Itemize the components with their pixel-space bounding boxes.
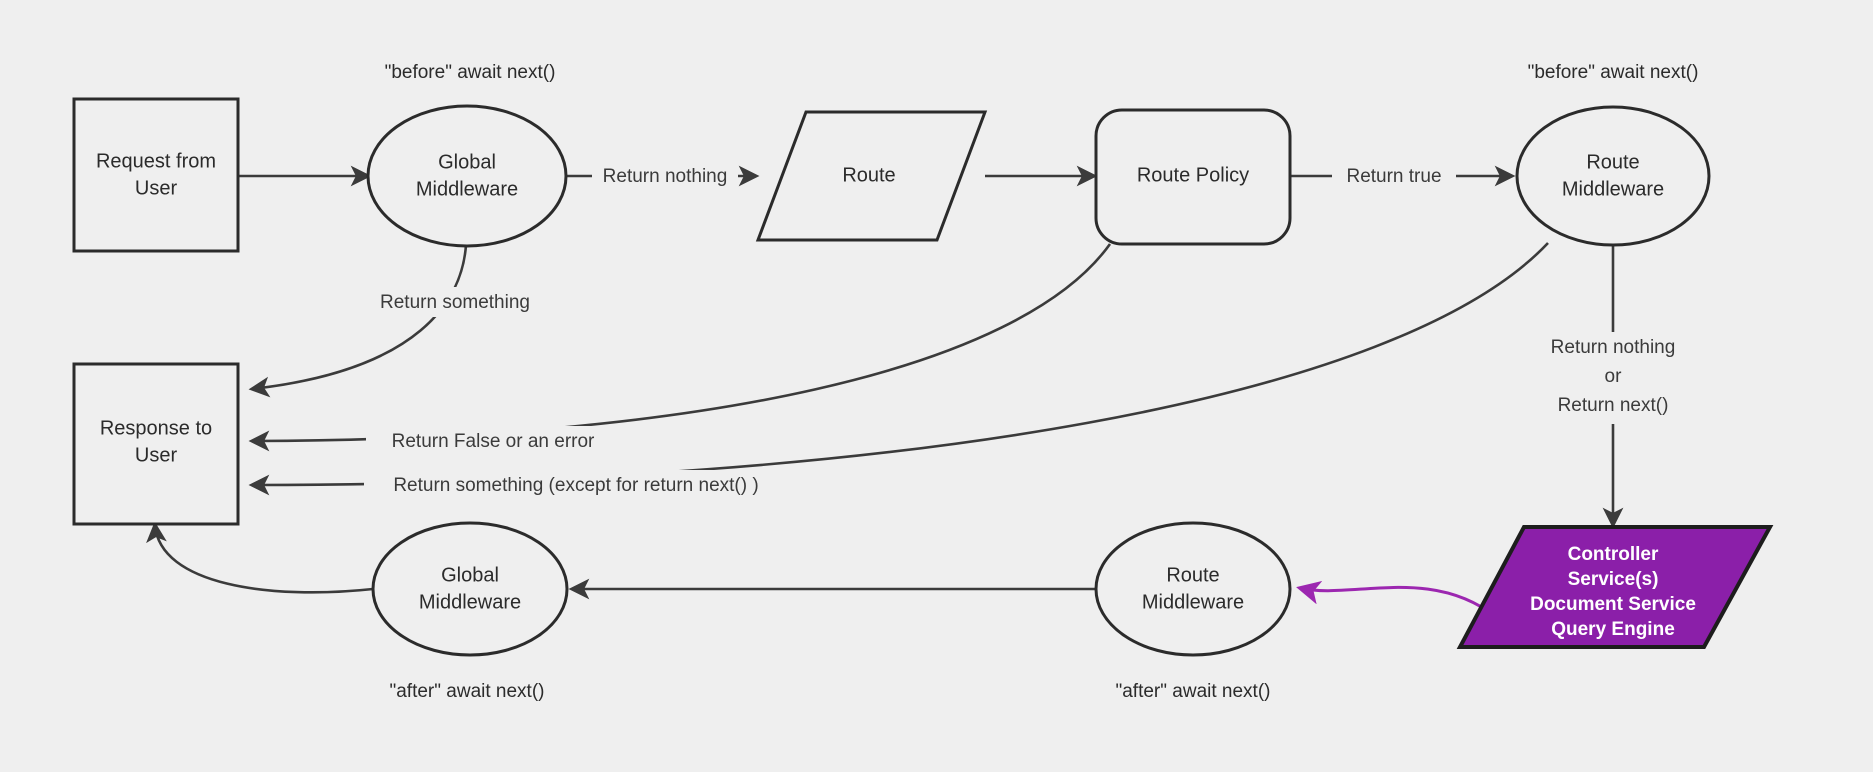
route-label: Route	[842, 164, 895, 186]
edge-controller-to-route-middleware-bottom	[1296, 580, 1497, 619]
edge-label-route-mw-to-controller: Return nothing or Return next()	[1528, 332, 1700, 424]
request-label-line2: User	[135, 177, 178, 199]
route-middleware-bottom-label-line1: Route	[1166, 564, 1219, 586]
route-policy-label: Route Policy	[1137, 164, 1249, 186]
edge-label-route-mw-to-response: Return something (except for return next…	[364, 470, 788, 500]
controller-label-line1: Controller	[1568, 544, 1659, 565]
edge-label-policy-to-route-mw: Return true	[1332, 161, 1456, 191]
controller-label-line3: Document Service	[1530, 594, 1696, 615]
node-global-middleware-top[interactable]: Global Middleware	[366, 104, 568, 248]
global-middleware-bottom-shape	[371, 521, 569, 657]
edge-label-or: or	[1605, 366, 1623, 387]
node-route-middleware-top[interactable]: Route Middleware	[1515, 105, 1711, 247]
response-label-line1: Response to	[100, 417, 212, 439]
node-global-middleware-bottom[interactable]: Global Middleware	[371, 521, 569, 657]
controller-shape	[1456, 525, 1774, 649]
annotation-before-await-next-route: "before" await next()	[1528, 62, 1699, 83]
edge-label-return-something: Return something	[380, 292, 530, 313]
route-policy-shape	[1094, 108, 1292, 246]
node-controller-services[interactable]: Controller Service(s) Document Service Q…	[1456, 525, 1774, 649]
edge-label-global-to-route: Return nothing	[592, 161, 738, 191]
controller-label-line2: Service(s)	[1568, 569, 1659, 590]
edge-label-return-nothing: Return nothing	[603, 166, 728, 187]
controller-label-line4: Query Engine	[1551, 619, 1675, 640]
node-route-middleware-bottom[interactable]: Route Middleware	[1094, 521, 1292, 657]
edge-label-return-something-except: Return something (except for return next…	[393, 475, 758, 496]
route-middleware-top-label-line1: Route	[1586, 151, 1639, 173]
edge-global-middleware-bottom-to-response	[146, 521, 374, 594]
edge-route-policy-to-response	[248, 243, 1112, 452]
response-label-line2: User	[135, 444, 178, 466]
annotation-after-await-next-global: "after" await next()	[390, 681, 545, 702]
global-middleware-bottom-label-line1: Global	[441, 564, 499, 586]
node-request-from-user[interactable]: Request from User	[72, 97, 240, 253]
route-middleware-bottom-shape	[1094, 521, 1292, 657]
route-middleware-top-shape	[1515, 105, 1711, 247]
route-middleware-top-label-line2: Middleware	[1562, 178, 1664, 200]
edge-label-return-next: Return next()	[1558, 395, 1669, 416]
node-route[interactable]: Route	[755, 110, 988, 242]
node-route-policy[interactable]: Route Policy	[1094, 108, 1292, 246]
global-middleware-top-label-line2: Middleware	[416, 178, 518, 200]
edge-label-return-nothing-2: Return nothing	[1551, 337, 1676, 358]
annotation-before-await-next-global: "before" await next()	[385, 62, 556, 83]
route-middleware-bottom-label-line2: Middleware	[1142, 591, 1244, 613]
node-response-to-user[interactable]: Response to User	[72, 362, 240, 526]
request-label-line1: Request from	[96, 150, 216, 172]
edge-label-global-to-response: Return something	[360, 287, 550, 317]
edge-label-return-false-or-error: Return False or an error	[392, 431, 595, 452]
global-middleware-top-label-line1: Global	[438, 151, 496, 173]
route-shape	[755, 110, 988, 242]
edge-label-policy-to-response: Return False or an error	[366, 426, 620, 456]
edge-global-middleware-to-response	[248, 244, 468, 398]
response-box-shape	[72, 362, 240, 526]
edge-label-return-true: Return true	[1346, 166, 1441, 187]
global-middleware-bottom-label-line2: Middleware	[419, 591, 521, 613]
global-middleware-top-shape	[366, 104, 568, 248]
request-box-shape	[72, 97, 240, 253]
annotation-after-await-next-route: "after" await next()	[1116, 681, 1271, 702]
